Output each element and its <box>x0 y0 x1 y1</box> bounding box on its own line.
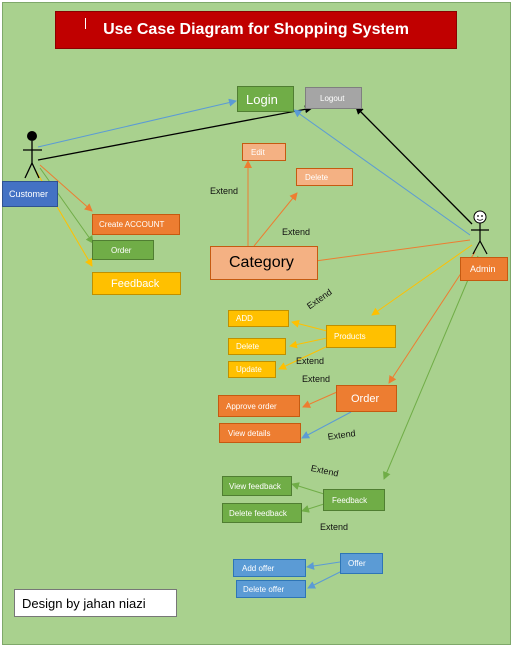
view-details-use-case: View details <box>219 423 301 443</box>
delete-category-use-case: Delete <box>296 168 353 186</box>
create-account-use-case: Create ACCOUNT <box>92 214 180 235</box>
admin-feedback-arrow <box>383 255 479 480</box>
admin-logout-arrow <box>355 106 473 225</box>
order-view-details-arrow <box>301 411 352 439</box>
category-delete-arrow <box>253 192 298 247</box>
customer-actor-figure <box>22 130 44 180</box>
admin-login-arrow <box>293 109 471 236</box>
delete-offer-use-case: Delete offer <box>236 580 306 598</box>
approve-order-use-case: Approve order <box>218 395 300 417</box>
extend-label-feedback-delete: Extend <box>320 522 349 532</box>
delete-product-use-case: Delete <box>228 338 286 355</box>
offer-add-arrow <box>306 561 341 570</box>
admin-products-arrow <box>371 244 473 316</box>
products-delete-arrow <box>289 337 328 349</box>
customer-actor-label: Customer <box>2 181 58 207</box>
products-add-arrow <box>291 319 328 332</box>
offer-use-case: Offer <box>340 553 383 574</box>
category-use-case: Category <box>210 246 318 280</box>
update-product-use-case: Update <box>228 361 276 378</box>
add-offer-use-case: Add offer <box>233 559 306 577</box>
view-feedback-use-case: View feedback <box>222 476 292 496</box>
products-update-arrow <box>278 344 331 370</box>
admin-category-arrow <box>307 239 471 266</box>
logout-use-case: Logout <box>305 87 362 109</box>
customer-feedback-use-case: Feedback <box>92 272 181 295</box>
products-use-case: Products <box>326 325 396 348</box>
admin-actor-figure <box>469 210 491 256</box>
customer-order-use-case: Order <box>92 240 154 260</box>
admin-order-use-case: Order <box>336 385 397 412</box>
delete-feedback-use-case: Delete feedback <box>222 503 302 523</box>
customer-order-arrow <box>39 167 94 244</box>
order-approve-arrow <box>302 391 338 408</box>
extend-label-products-delete: Extend <box>296 356 325 366</box>
admin-actor-label: Admin <box>460 257 508 281</box>
offer-delete-arrow <box>307 570 343 589</box>
add-product-use-case: ADD <box>228 310 289 327</box>
title-cursor-mark <box>85 18 86 29</box>
customer-logout-arrow <box>37 105 313 161</box>
feedback-view-arrow <box>291 482 325 495</box>
admin-feedback-use-case: Feedback <box>323 489 385 511</box>
feedback-delete-arrow <box>301 503 325 513</box>
extend-label-products-update: Extend <box>302 374 331 384</box>
extend-label-edit: Extend <box>210 186 239 196</box>
customer-create-account-arrow <box>39 164 93 212</box>
diagram-title: Use Case Diagram for Shopping System <box>55 11 457 49</box>
author-credit: Design by jahan niazi <box>14 589 177 617</box>
extend-label-category-delete: Extend <box>282 227 311 237</box>
customer-login-arrow <box>37 98 237 148</box>
edit-use-case: Edit <box>242 143 286 161</box>
login-use-case: Login <box>237 86 294 112</box>
